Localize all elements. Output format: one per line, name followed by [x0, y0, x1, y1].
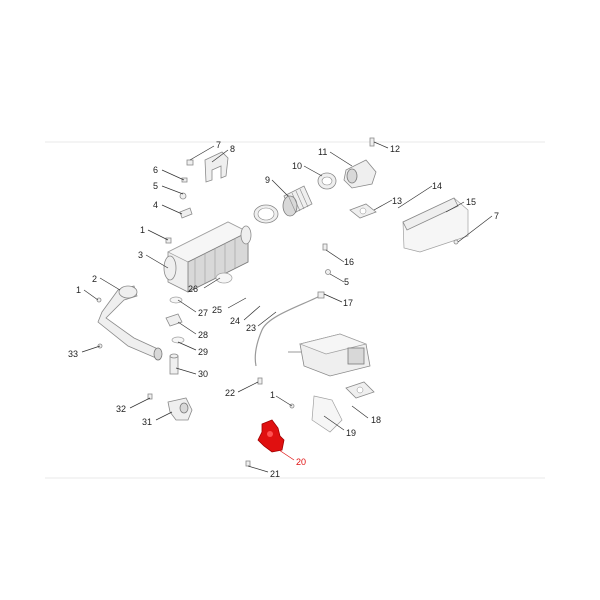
- gasket-part[interactable]: [345, 381, 375, 399]
- bracket-part[interactable]: [204, 151, 229, 183]
- callout-15: 15: [466, 197, 476, 207]
- callout-7: 7: [216, 140, 221, 150]
- egr-cooler-part[interactable]: [163, 221, 252, 293]
- callout-13: 13: [392, 196, 402, 206]
- egr-valve-part[interactable]: [288, 333, 371, 377]
- callout-17: 17: [343, 298, 353, 308]
- callout-8: 8: [230, 144, 235, 154]
- callout-4: 4: [153, 200, 158, 210]
- tube-part[interactable]: [169, 353, 179, 375]
- callout-28: 28: [198, 330, 208, 340]
- callout-23: 23: [246, 323, 256, 333]
- callout-22: 22: [225, 388, 235, 398]
- callout-3: 3: [138, 250, 143, 260]
- callout-21: 21: [270, 469, 280, 479]
- bolt-part[interactable]: [96, 239, 459, 467]
- callout-32: 32: [116, 404, 126, 414]
- callout-14: 14: [432, 181, 442, 191]
- seal-part[interactable]: [171, 336, 185, 344]
- callout-2: 2: [92, 274, 97, 284]
- seal-part[interactable]: [169, 296, 183, 304]
- diagram-frame: [45, 141, 545, 479]
- bolt-part[interactable]: [165, 159, 194, 244]
- callout-31: 31: [142, 417, 152, 427]
- callout-5: 5: [153, 181, 158, 191]
- callout-18: 18: [371, 415, 381, 425]
- callout-1: 1: [270, 390, 275, 400]
- callout-labels: 7 8 6 5 4 1 3 9 10 11 12 13 14 15 7 16 5…: [68, 140, 499, 479]
- elbow-part[interactable]: [167, 397, 193, 421]
- callout-7: 7: [494, 211, 499, 221]
- callout-9: 9: [265, 175, 270, 185]
- flex-pipe-part[interactable]: [282, 185, 313, 217]
- highlighted-part[interactable]: [257, 419, 285, 453]
- sensor-wire-part[interactable]: [254, 291, 325, 367]
- callout-5: 5: [344, 277, 349, 287]
- callout-20-highlighted: 20: [296, 457, 306, 467]
- callout-1: 1: [76, 285, 81, 295]
- flange-part[interactable]: [165, 313, 183, 327]
- callout-16: 16: [344, 257, 354, 267]
- callout-26: 26: [188, 284, 198, 294]
- bolt-part[interactable]: [369, 137, 375, 147]
- exhaust-pipe-part[interactable]: [97, 285, 163, 361]
- callout-27: 27: [198, 308, 208, 318]
- callout-24: 24: [230, 316, 240, 326]
- callout-11: 11: [318, 147, 327, 157]
- callout-25: 25: [212, 305, 222, 315]
- callout-30: 30: [198, 369, 208, 379]
- callout-1: 1: [140, 225, 145, 235]
- callout-12: 12: [390, 144, 400, 154]
- callout-19: 19: [346, 428, 356, 438]
- callout-29: 29: [198, 347, 208, 357]
- cover-plate-part[interactable]: [311, 395, 343, 433]
- gasket-part[interactable]: [349, 203, 377, 219]
- callout-33: 33: [68, 349, 78, 359]
- clamp-part[interactable]: [253, 204, 279, 224]
- leader-lines: [81, 141, 493, 473]
- callout-6: 6: [153, 165, 158, 175]
- heat-shield-part[interactable]: [402, 197, 469, 253]
- valve-housing-part[interactable]: [343, 159, 377, 189]
- gasket-ring-part[interactable]: [215, 272, 233, 284]
- clamp-ring-part[interactable]: [317, 172, 337, 190]
- callout-10: 10: [292, 161, 302, 171]
